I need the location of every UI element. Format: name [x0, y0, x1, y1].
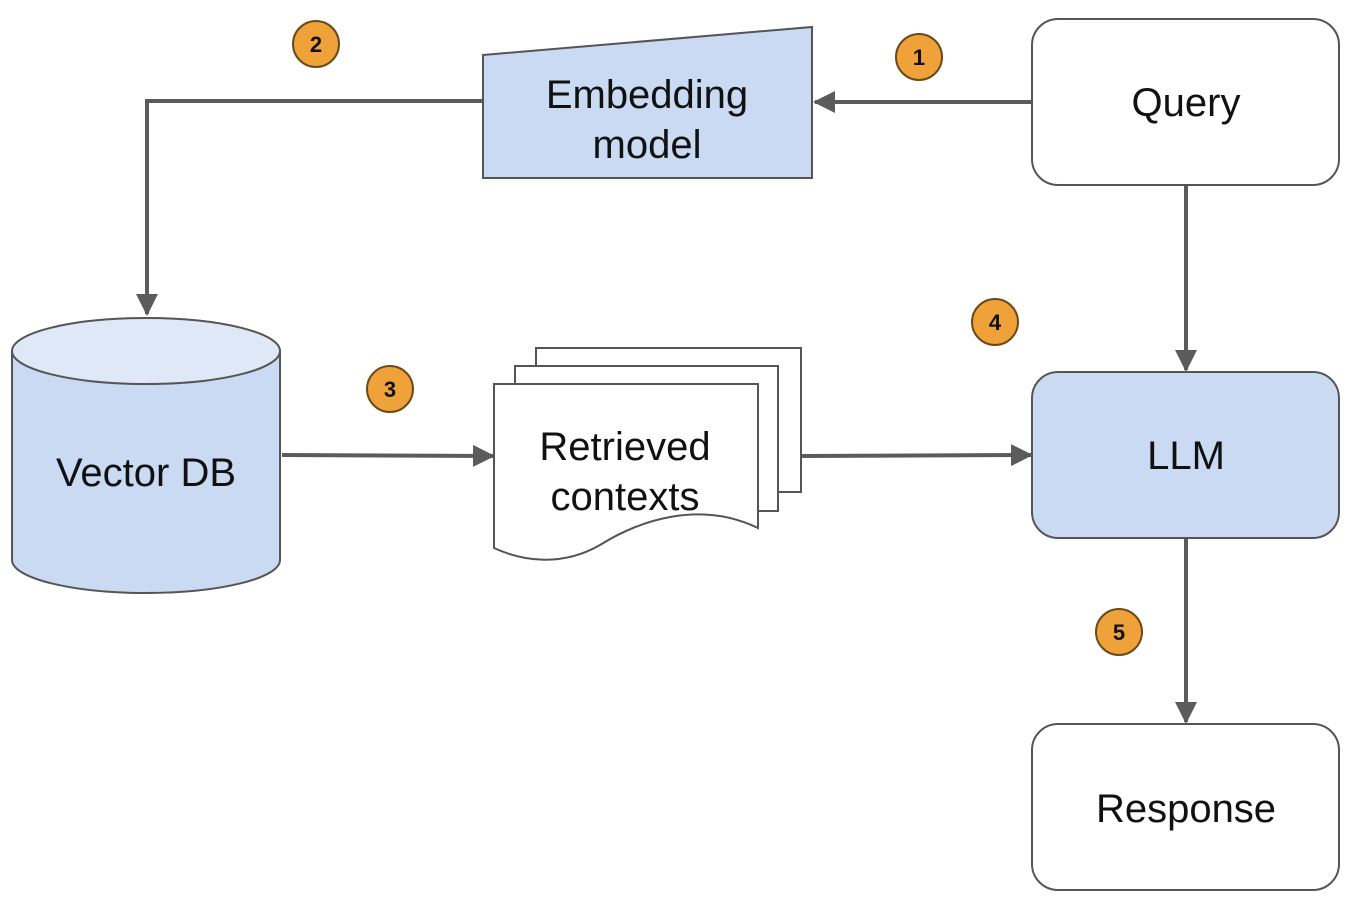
retrieved-contexts-label-line2: contexts [551, 475, 700, 519]
step-badge-3: 3 [366, 365, 414, 413]
vector-db-label: Vector DB [56, 451, 236, 495]
query-label: Query [1132, 81, 1241, 125]
embedding-model-node: Embedding model [482, 25, 813, 179]
step-badge-4-number: 4 [989, 310, 1002, 335]
step-badge-3-number: 3 [384, 377, 396, 402]
step-badge-1: 1 [895, 33, 943, 81]
vector-db-node: Vector DB [11, 317, 281, 594]
step-badge-5: 5 [1095, 608, 1143, 656]
retrieved-contexts-label-line1: Retrieved [539, 425, 710, 469]
query-node: Query [1031, 18, 1340, 186]
step-badge-2: 2 [292, 20, 340, 68]
response-label: Response [1096, 787, 1276, 831]
response-node: Response [1031, 723, 1340, 891]
arrow-contexts-to-llm [801, 444, 1033, 467]
step-badge-5-number: 5 [1113, 620, 1125, 645]
llm-node: LLM [1031, 371, 1340, 539]
step-badge-2-number: 2 [310, 32, 322, 57]
step-badge-4: 4 [971, 298, 1019, 346]
arrow-embedding-to-vectordb [136, 99, 483, 316]
llm-label: LLM [1147, 434, 1225, 478]
embedding-model-label-line2: model [593, 123, 702, 167]
retrieved-contexts-node: Retrieved contexts [493, 347, 802, 561]
document-page-front [493, 383, 759, 561]
step-badge-1-number: 1 [913, 45, 925, 70]
embedding-model-label-line1: Embedding [546, 73, 748, 117]
arrow-vectordb-to-contexts [281, 444, 495, 467]
